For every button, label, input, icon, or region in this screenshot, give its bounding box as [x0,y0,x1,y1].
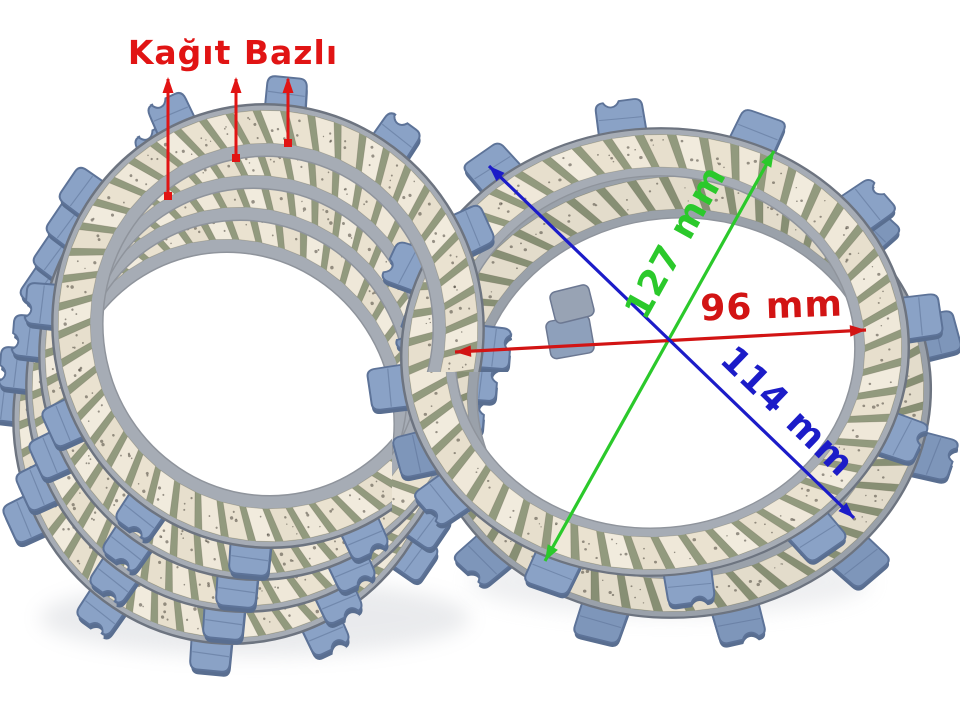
material-label: Kağıt Bazlı [128,33,338,72]
material-pointer-arrows [162,77,294,200]
stack-plate-1 [23,75,513,581]
drive-tab [89,545,146,608]
material-pointer-arrow-2 [230,77,242,162]
dimension-line-114mm [487,164,856,520]
drive-tab [102,513,159,576]
dimension-line-127mm [543,150,776,562]
drive-tab [453,526,521,589]
drive-tab [414,466,481,529]
material-pointer-arrow-3 [282,77,294,147]
material-pointer-arrow-1 [162,77,174,200]
dimension-arrows [454,150,867,562]
dimension-label-114mm: 114 mm [712,338,862,485]
drive-tab [115,481,172,544]
drive-tab [829,179,896,241]
dimension-line-96mm [454,325,867,357]
dimension-label-96mm: 96 mm [700,284,844,330]
stack-top-plate-overlay [23,75,513,581]
drive-tab [76,577,133,640]
drive-tab [822,528,890,591]
drive-tab [780,502,847,565]
